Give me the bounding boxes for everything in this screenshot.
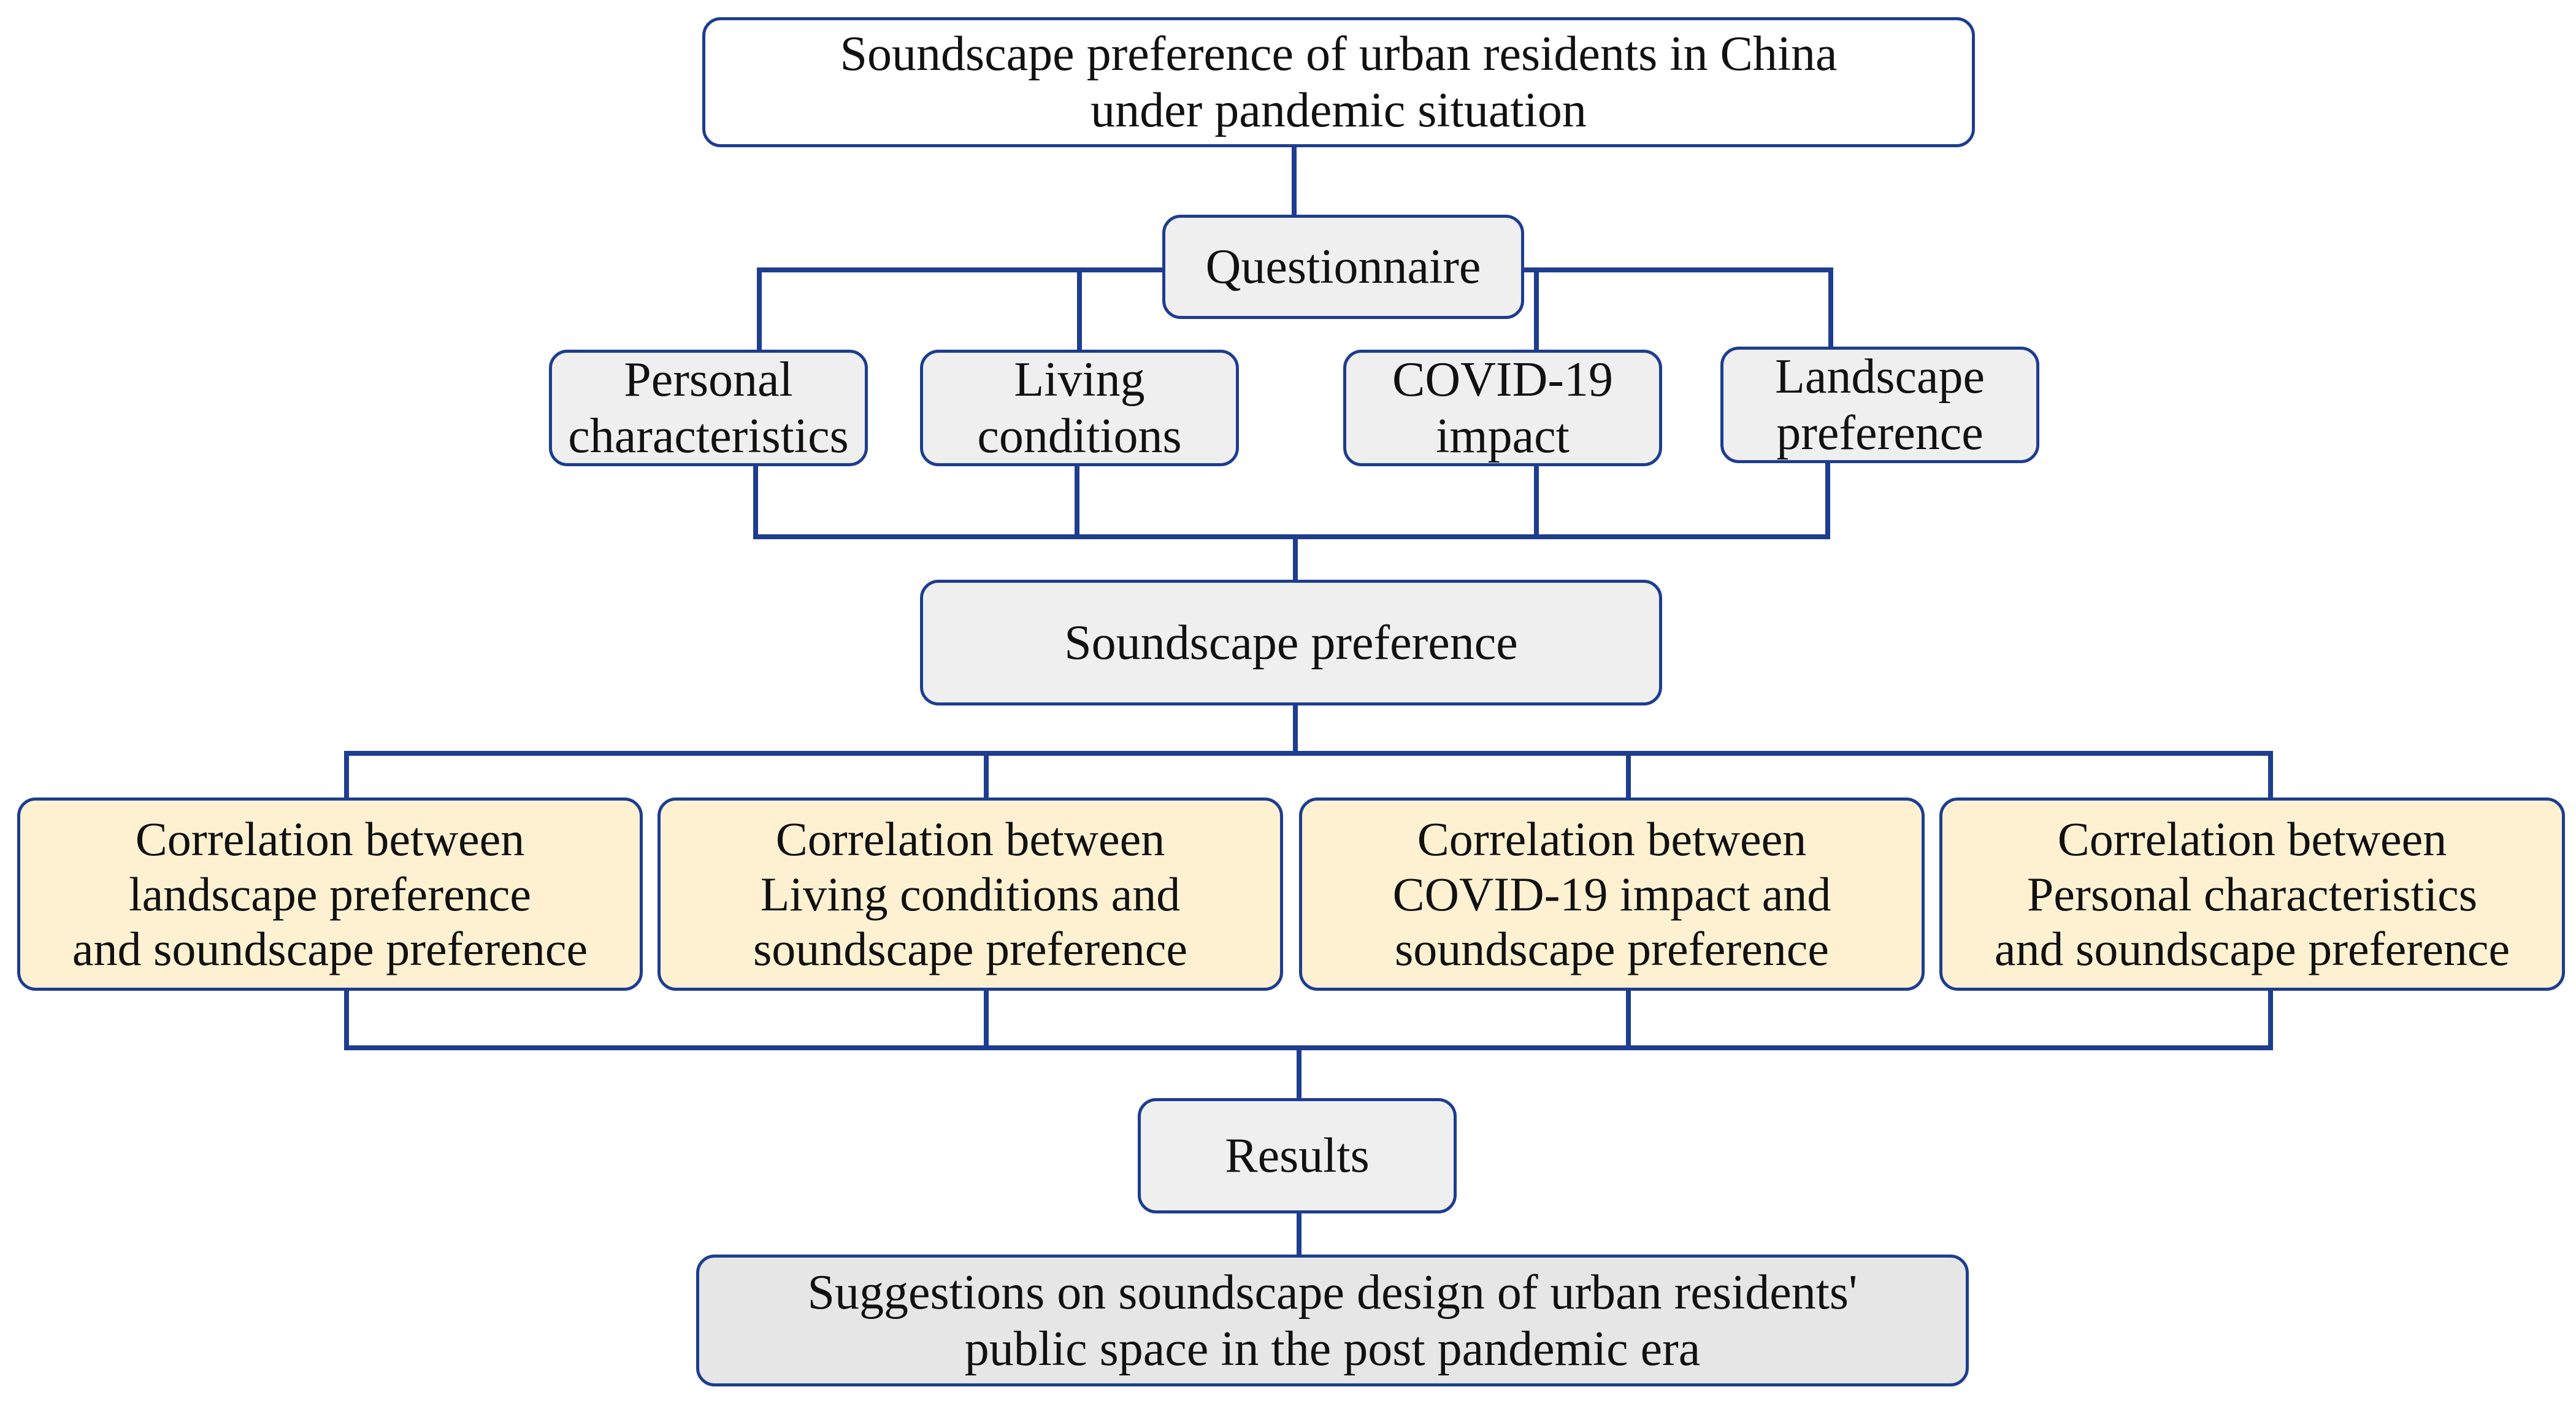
factor-landscape-text: Landscape preference (1774, 350, 1985, 460)
factor-personal-text: Personal characteristics (568, 353, 849, 463)
correlation-personal-text: Correlation between Personal characteris… (1994, 812, 2510, 976)
correlation-covid-text: Correlation between COVID-19 impact and … (1392, 812, 1831, 976)
factor-landscape-preference: Landscape preference (1720, 347, 2039, 463)
soundscape-preference-text: Soundscape preference (1064, 615, 1518, 670)
suggestions-text: Suggestions on soundscape design of urba… (807, 1265, 1858, 1376)
questionnaire-box: Questionnaire (1162, 215, 1524, 319)
factor-covid-impact: COVID-19 impact (1343, 350, 1662, 466)
soundscape-preference-box: Soundscape preference (920, 580, 1662, 705)
correlation-living-box: Correlation between Living conditions an… (657, 798, 1283, 991)
correlation-landscape-text: Correlation between landscape preference… (72, 812, 588, 976)
results-box: Results (1138, 1098, 1457, 1213)
factor-covid-text: COVID-19 impact (1392, 353, 1613, 463)
factor-living-text: Living conditions (977, 353, 1182, 463)
title-box: Soundscape preference of urban residents… (702, 17, 1975, 147)
correlation-personal-box: Correlation between Personal characteris… (1939, 798, 2565, 991)
correlation-living-text: Correlation between Living conditions an… (753, 812, 1188, 976)
factor-living-conditions: Living conditions (920, 350, 1239, 466)
questionnaire-text: Questionnaire (1205, 240, 1481, 294)
factor-personal-characteristics: Personal characteristics (549, 350, 868, 466)
correlation-landscape-box: Correlation between landscape preference… (17, 798, 643, 991)
suggestions-box: Suggestions on soundscape design of urba… (696, 1255, 1969, 1386)
correlation-covid-box: Correlation between COVID-19 impact and … (1299, 798, 1925, 991)
results-text: Results (1225, 1129, 1370, 1183)
title-text: Soundscape preference of urban residents… (840, 27, 1838, 137)
